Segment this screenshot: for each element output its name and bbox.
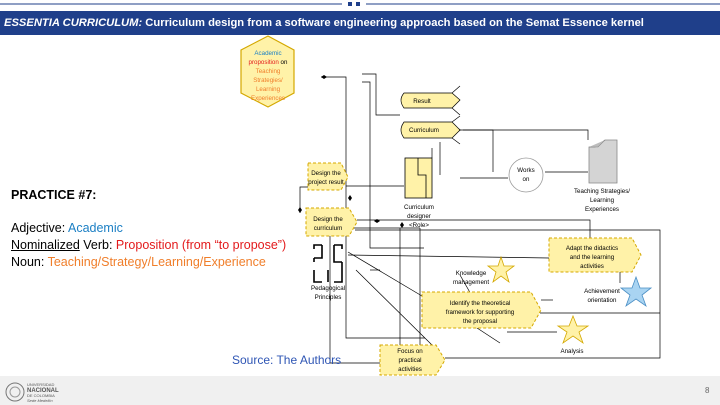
pedagogical-line-2: Principles xyxy=(315,294,342,301)
design-project-result-activity[interactable]: Design the project result xyxy=(307,162,349,191)
identify-line-3: the proposal xyxy=(463,318,497,325)
university-logo: UNIVERSIDAD NACIONAL DE COLOMBIA Sede Me… xyxy=(5,382,59,403)
curriculum-designer-role[interactable]: Curriculum designer <Role> xyxy=(404,157,434,229)
adjective-label: Adjective: xyxy=(11,221,68,235)
hex-line-1: Academic xyxy=(254,50,281,57)
identify-line-2: framework for supporting xyxy=(446,309,515,316)
achievement-orientation-star-icon[interactable]: Achievement orientation xyxy=(584,275,653,308)
knowledge-line-2: management xyxy=(453,279,489,286)
result-product[interactable]: Result xyxy=(400,85,461,116)
adapt-line-3: activities xyxy=(580,263,604,270)
curriculum-label: Curriculum xyxy=(409,127,439,134)
teaching-line-1: Teaching Strategies/ xyxy=(574,188,630,195)
identify-line-1: Identify the theoretical xyxy=(450,300,511,307)
curriculum-product[interactable]: Curriculum xyxy=(400,115,461,145)
works-on-pattern[interactable]: Works on xyxy=(508,157,544,193)
noun-line: Noun: Teaching/Strategy/Learning/Experie… xyxy=(11,254,286,271)
designer-line-1: Curriculum xyxy=(404,204,434,211)
design-result-line-1: Design the xyxy=(311,170,341,177)
svg-text:Sede Medellín: Sede Medellín xyxy=(27,398,53,403)
teaching-line-2: Learning xyxy=(590,197,615,204)
noun-label: Noun: xyxy=(11,255,48,269)
practice-title: PRACTICE #7: xyxy=(11,188,97,202)
focus-line-3: activities xyxy=(398,366,422,373)
hex-line-4: Strategies/ xyxy=(253,77,283,84)
top-decoration xyxy=(0,2,720,6)
adapt-line-1: Adapt the didactics xyxy=(566,245,618,252)
slide-title-italic: ESSENTIA CURRICULUM: xyxy=(4,17,143,29)
hex-line-3: Teaching xyxy=(256,68,281,75)
pedagogical-principles-icon[interactable]: Pedagogical Principles xyxy=(311,244,345,301)
identify-framework-activity[interactable]: Identify the theoretical framework for s… xyxy=(421,291,542,329)
works-on-line-1: Works xyxy=(517,167,534,174)
academic-proposition-hexagon[interactable]: Academic proposition on Teaching Strateg… xyxy=(240,35,295,108)
verb-value: Proposition (from “to propose”) xyxy=(115,238,287,252)
knowledge-line-1: Knowledge xyxy=(456,270,487,277)
focus-practical-activity[interactable]: Focus on practical activities xyxy=(379,344,446,376)
analysis-label: Analysis xyxy=(560,348,583,355)
achievement-line-2: orientation xyxy=(588,297,617,304)
design-curriculum-line-2: curriculum xyxy=(314,225,343,232)
page-number: 8 xyxy=(705,386,710,395)
source-note: Source: The Authors xyxy=(232,353,342,367)
designer-line-3: <Role> xyxy=(409,222,429,229)
slide-title: ESSENTIA CURRICULUM: Curriculum design f… xyxy=(0,11,720,35)
design-curriculum-line-1: Design the xyxy=(313,216,343,223)
pedagogical-line-1: Pedagogical xyxy=(311,285,345,292)
noun-value: Teaching/Strategy/Learning/Experience xyxy=(47,255,266,269)
works-on-line-2: on xyxy=(523,176,530,183)
teaching-strategies-work-product[interactable]: Teaching Strategies/ Learning Experience… xyxy=(574,139,630,213)
adapt-line-2: and the learning xyxy=(570,254,615,261)
hex-line-6: Experiences xyxy=(251,95,285,102)
verb-line: Nominalized Verb: Proposition (from “to … xyxy=(11,237,286,254)
focus-line-2: practical xyxy=(398,357,421,364)
design-curriculum-activity[interactable]: Design the curriculum xyxy=(305,207,358,237)
svg-text:DE COLOMBIA: DE COLOMBIA xyxy=(27,393,55,398)
adjective-line: Adjective: Academic xyxy=(11,220,286,237)
hex-line-2: proposition on xyxy=(249,59,288,66)
svg-text:UNIVERSIDAD: UNIVERSIDAD xyxy=(27,382,54,387)
designer-line-2: designer xyxy=(407,213,431,220)
design-result-line-2: project result xyxy=(308,179,344,186)
adjective-value: Academic xyxy=(67,221,123,235)
practice-description: PRACTICE #7: Adjective: Academic Nominal… xyxy=(11,187,286,271)
svg-text:NACIONAL: NACIONAL xyxy=(27,388,59,394)
footer-bar xyxy=(0,376,720,405)
focus-line-1: Focus on xyxy=(397,348,423,355)
adapt-didactics-activity[interactable]: Adapt the didactics and the learning act… xyxy=(548,237,642,273)
knowledge-management-star-icon[interactable]: Knowledge management xyxy=(453,255,516,286)
slide-title-rest: Curriculum design from a software engine… xyxy=(142,17,644,29)
teaching-line-3: Experiences xyxy=(585,206,619,213)
hex-line-5: Learning xyxy=(256,86,281,93)
result-label: Result xyxy=(413,98,431,105)
achievement-line-1: Achievement xyxy=(584,288,620,295)
analysis-star-icon[interactable]: Analysis xyxy=(556,314,590,355)
verb-label-rest: Verb: xyxy=(79,238,116,252)
verb-label-underlined: Nominalized xyxy=(11,238,80,252)
